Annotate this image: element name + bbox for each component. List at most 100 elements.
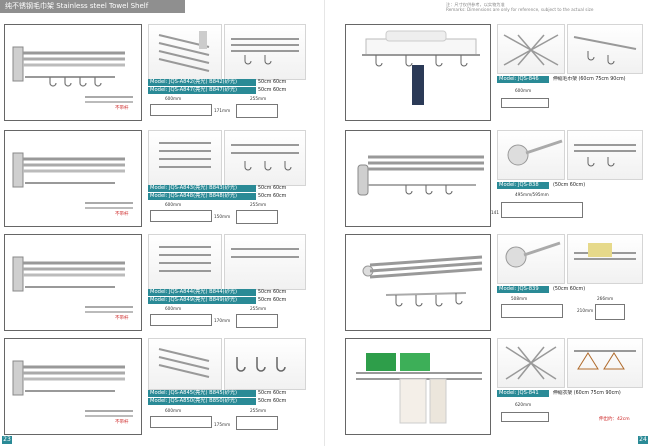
detail-photo-2 <box>567 338 643 388</box>
detail-photo-1 <box>148 130 222 186</box>
width-dim: 600mm <box>165 202 182 207</box>
catalog-header: 纯不锈钢毛巾架 Stainless steel Towel Shelf <box>0 0 185 13</box>
depth-dim: 266mm <box>597 296 614 301</box>
height-dim: 210mm <box>577 308 594 313</box>
detail-photo-2 <box>567 130 643 180</box>
product-main-image <box>345 234 491 331</box>
product-main-image <box>345 24 491 121</box>
dimension-diagram <box>150 314 212 326</box>
towel-shelf-drawing <box>12 152 133 209</box>
product-main-image: 不带杆 <box>4 338 142 435</box>
depth-dim: 255mm <box>250 96 267 101</box>
width-dim: 508mm <box>511 296 528 301</box>
detail-photo-1 <box>148 338 222 390</box>
side-diagram <box>236 314 278 328</box>
width-dim: 600mm <box>515 88 532 93</box>
dimension-remark: 注：尺寸仅供参考，以实物为准 Remarks: Dimensions are o… <box>446 2 646 12</box>
towel-shelf-drawing <box>12 360 133 417</box>
product-row: Model: JQS-846 伸缩毛巾架 (60cm 75cm 90cm) 60… <box>325 22 650 122</box>
height-dim: 150mm <box>214 214 231 219</box>
dimension-diagram <box>150 416 212 428</box>
detail-photo-2 <box>567 24 643 74</box>
dimension-diagram <box>501 412 549 422</box>
towel-rack-drawing <box>356 353 482 424</box>
model-size: 50cm 60cm <box>258 80 287 85</box>
height-dim: 175mm <box>214 422 231 427</box>
model-size: 50cm 60cm <box>258 298 287 303</box>
detail-photo-2 <box>224 234 306 290</box>
towel-shelf-drawing <box>12 46 133 103</box>
width-dim: 600mm <box>165 408 182 413</box>
product-row: 不带杆 Model: JQS-A843(亮光) B843(砂光) 50cm 60… <box>0 128 325 228</box>
width-dim: 620mm <box>515 402 532 407</box>
detail-photo-2 <box>224 24 306 80</box>
side-diagram <box>236 104 278 118</box>
model-label: Model: JQS-846 <box>497 76 549 83</box>
model-size: 50cm 60cm <box>258 194 287 199</box>
model-label: Model: JQS-839 <box>497 286 549 293</box>
model-size: 50cm 60cm <box>258 399 287 404</box>
left-page: 纯不锈钢毛巾架 Stainless steel Towel Shelf 不带杆 <box>0 0 325 444</box>
product-main-image <box>345 338 491 435</box>
product-row: Model: JQS-838 (50cm 60cm) 495mm/595mm 1… <box>325 128 650 228</box>
model-label: Model: JQS-A850(亮光) B850(砂光) <box>148 398 256 405</box>
model-size: 50cm 60cm <box>258 290 287 295</box>
dimension-diagram <box>150 210 212 222</box>
side-diagram <box>236 416 278 430</box>
model-size: 伸缩衣架 (60cm 75cm 90cm) <box>553 391 621 396</box>
depth-dim: 255mm <box>250 202 267 207</box>
height-dim: 170mm <box>214 318 231 323</box>
towel-shelf-drawing <box>357 155 484 196</box>
depth-dim: 255mm <box>250 408 267 413</box>
model-size: 50cm 60cm <box>258 88 287 93</box>
model-size: (50cm 60cm) <box>553 287 586 292</box>
dimension-diagram <box>501 98 549 108</box>
right-page: 注：尺寸仅供参考，以实物为准 Remarks: Dimensions are o… <box>325 0 650 446</box>
model-label: Model: JQS-A844(亮光) B844(砂光) <box>148 289 256 296</box>
model-label: Model: JQS-A843(亮光) B843(砂光) <box>148 185 256 192</box>
model-label: Model: JQS-A848(亮光) B848(砂光) <box>148 193 256 200</box>
detail-photo-1 <box>148 234 222 290</box>
model-label: Model: JQS-A847(亮光) B847(砂光) <box>148 87 256 94</box>
width-dim: 600mm <box>165 306 182 311</box>
width-dim: 495mm/595mm <box>515 192 549 197</box>
product-main-image: 不带杆 <box>4 24 142 121</box>
depth-dim: 255mm <box>250 306 267 311</box>
product-main-image: 不带杆 <box>4 130 142 227</box>
towel-shelf-drawing <box>12 256 133 313</box>
page-number: 23 <box>2 436 12 444</box>
model-label: Model: JQS-A845(亮光) B845(砂光) <box>148 390 256 397</box>
model-label: Model: JQS-A849(亮光) B849(砂光) <box>148 297 256 304</box>
product-row: Model: JQS-839 (50cm 60cm) 508mm 266mm 2… <box>325 232 650 332</box>
detail-photo-1 <box>497 24 565 74</box>
model-size: 50cm 60cm <box>258 391 287 396</box>
dimension-diagram <box>501 202 583 218</box>
product-row: 不带杆 Model: JQS-A845(亮光) B845(砂光) 50cm 60… <box>0 336 325 436</box>
model-label: Model: JQS-838 <box>497 182 549 189</box>
remark-cn: 注：尺寸仅供参考，以实物为准 <box>446 2 505 7</box>
height-dim: 171mm <box>214 108 231 113</box>
detail-photo-2 <box>567 234 643 284</box>
model-size: 伸缩毛巾架 (60cm 75cm 90cm) <box>553 77 626 82</box>
no-bar-note: 不带杆 <box>115 420 129 425</box>
dimension-diagram <box>150 104 212 116</box>
product-row: 不带杆 Model: JQS-A844(亮光) B844(砂光) 50cm 60… <box>0 232 325 332</box>
extension-note: 伸出约：42cm <box>599 417 630 422</box>
towel-rack-drawing <box>362 30 480 105</box>
side-diagram <box>595 304 625 320</box>
detail-photo-1 <box>497 338 565 388</box>
model-label: Model: JQS-A842(亮光) B842(砂光) <box>148 79 256 86</box>
page-number: 24 <box>638 436 648 444</box>
towel-shelf-drawing <box>362 255 483 307</box>
product-row: Model: JQS-841 伸缩衣架 (60cm 75cm 90cm) 620… <box>325 336 650 436</box>
no-bar-note: 不带杆 <box>115 316 129 321</box>
product-main-image <box>345 130 491 227</box>
no-bar-note: 不带杆 <box>115 212 129 217</box>
model-label: Model: JQS-841 <box>497 390 549 397</box>
model-size: 50cm 60cm <box>258 186 287 191</box>
width-dim: 600mm <box>165 96 182 101</box>
remark-en: Remarks: Dimensions are only for referen… <box>446 7 594 12</box>
product-row: 不带杆 Model: JQS-A842(亮光) B842(砂光) 50cm 60… <box>0 22 325 122</box>
detail-photo-2 <box>224 338 306 390</box>
detail-photo-1 <box>148 24 222 80</box>
